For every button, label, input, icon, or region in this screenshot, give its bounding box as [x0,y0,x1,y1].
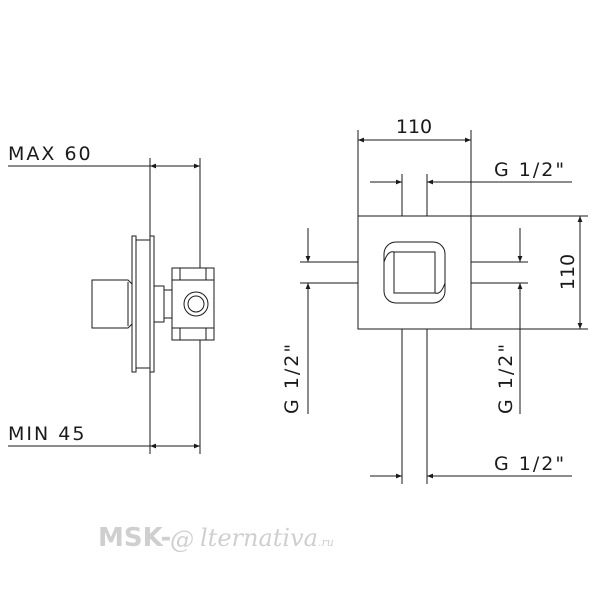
max-depth-label: MAX 60 [8,143,93,165]
watermark-at-sign: @ [170,526,194,554]
watermark: MSK- @ lternativa .ru [98,523,334,554]
min-depth-label: MIN 45 [8,423,86,445]
watermark-brand: MSK- [98,523,171,553]
thread-bottom-label: G 1/2" [494,453,566,475]
valve-nut [163,289,173,319]
knob-corner-2 [434,282,446,294]
knob-face [393,251,436,294]
watermark-script: lternativa [200,524,318,552]
valve-body [171,267,215,341]
height-label: 110 [557,254,579,290]
wall-plate-back [149,235,155,373]
thread-top-label: G 1/2" [494,159,566,181]
thread-left-label: G 1/2" [281,342,303,414]
cover-plate [357,215,472,330]
knob-corner-1 [383,251,395,263]
thread-right-label: G 1/2" [495,342,517,414]
side-view [8,158,215,454]
valve-stem [153,285,165,323]
knob-outline [383,241,446,304]
watermark-suffix: .ru [318,536,334,549]
wall-plate [131,235,137,373]
width-label: 110 [396,116,432,138]
front-view [300,130,588,484]
rear-port-inner [187,295,205,313]
handle-knob [91,279,133,329]
rear-port-outer [183,291,209,317]
